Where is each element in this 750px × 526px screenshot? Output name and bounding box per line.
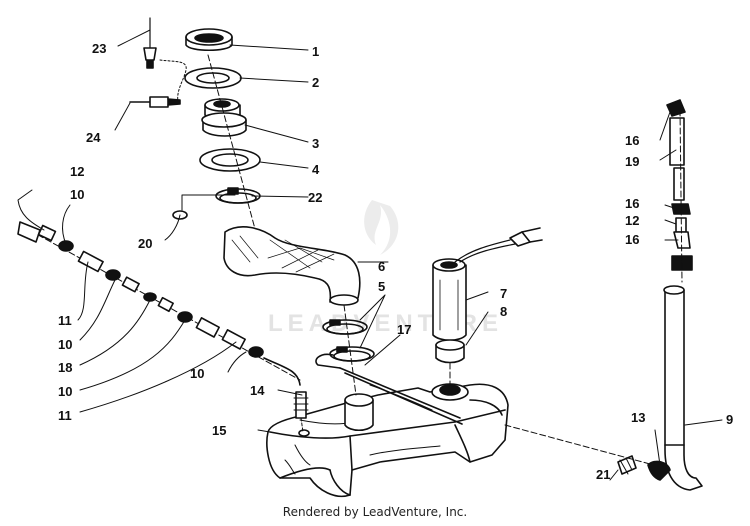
- callout-19: 19: [625, 154, 639, 169]
- callout-labels: 1 2 3 4 22 6 5 7 8 17 23 24 20 12 10 11 …: [58, 41, 733, 482]
- vent-fitting-24: [129, 96, 181, 108]
- fuel-line-left: [17, 221, 301, 386]
- callout-9: 9: [726, 412, 733, 427]
- callout-2: 2: [312, 75, 319, 90]
- callout-22: 22: [308, 190, 322, 205]
- sending-unit-grommet: [435, 339, 465, 364]
- drain-fitting: [617, 455, 637, 475]
- callout-4: 4: [312, 162, 320, 177]
- callout-20: 20: [138, 236, 152, 251]
- callout-1: 1: [312, 44, 319, 59]
- callout-16-c: 16: [625, 232, 639, 247]
- filler-cap: [185, 28, 233, 52]
- tank-outlet-fitting: [293, 391, 309, 433]
- callout-10-d: 10: [190, 366, 204, 381]
- callout-11-b: 11: [58, 408, 72, 423]
- callout-16-b: 16: [625, 196, 639, 211]
- footer-credit: Rendered by LeadVenture, Inc.: [282, 505, 468, 519]
- callout-11-a: 11: [58, 313, 72, 328]
- assembly-axis-line: [207, 54, 259, 241]
- tether-wire: [159, 59, 187, 103]
- vent-fitting-23: [143, 17, 157, 69]
- callout-15: 15: [212, 423, 226, 438]
- callout-24: 24: [86, 130, 101, 145]
- callout-10-b: 10: [58, 337, 72, 352]
- leader-lines: [17, 29, 723, 481]
- vent-tube: [315, 353, 463, 425]
- callout-6: 6: [378, 259, 385, 274]
- callout-10-c: 10: [58, 384, 72, 399]
- tank-filler-neck: [344, 393, 374, 432]
- hose-clamp-lower: [329, 346, 375, 362]
- hose-axis-line: [343, 304, 357, 396]
- callout-10-a: 10: [70, 187, 84, 202]
- sending-unit-port: [431, 383, 469, 401]
- washer-20: [172, 194, 236, 220]
- callout-14: 14: [250, 383, 265, 398]
- cap-gasket: [184, 67, 242, 89]
- fuel-sending-unit: [432, 227, 543, 342]
- elbow-connector: [647, 460, 671, 481]
- filler-hose: [223, 226, 361, 306]
- callout-16-a: 16: [625, 133, 639, 148]
- hose-clamp-upper: [322, 319, 368, 335]
- callout-18: 18: [58, 360, 72, 375]
- callout-7: 7: [500, 286, 507, 301]
- callout-5: 5: [378, 279, 385, 294]
- callout-3: 3: [312, 136, 319, 151]
- filler-neck-adapter: [201, 98, 247, 137]
- callout-12-right: 12: [625, 213, 639, 228]
- vent-tube-long: [663, 285, 703, 491]
- callout-17: 17: [397, 322, 411, 337]
- callout-23: 23: [92, 41, 106, 56]
- fuel-line-right: [666, 99, 693, 283]
- watermark-flame-icon: [364, 200, 399, 255]
- drain-axis-line: [504, 424, 651, 465]
- callout-13: 13: [631, 410, 645, 425]
- callout-8: 8: [500, 304, 507, 319]
- callout-12-left: 12: [70, 164, 84, 179]
- neck-gasket: [199, 148, 261, 172]
- callout-21: 21: [596, 467, 610, 482]
